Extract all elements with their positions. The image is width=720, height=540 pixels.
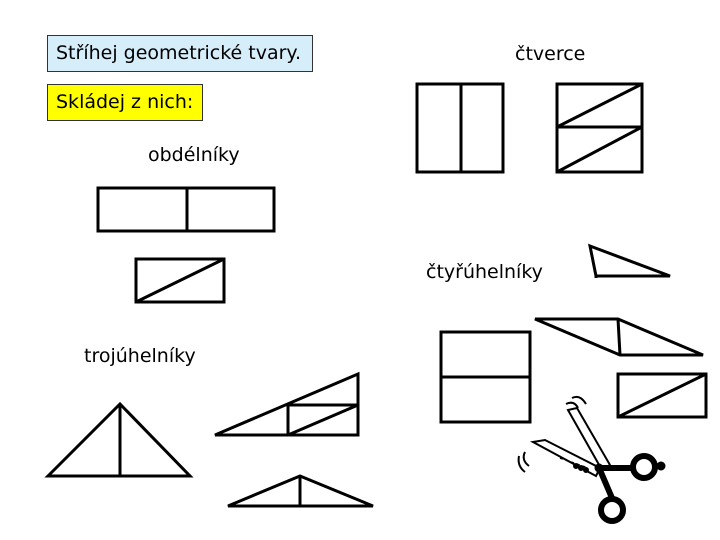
quadrilateral-parallelogram [535, 319, 703, 355]
triangle-flat-split [228, 476, 373, 506]
quadrilateral-stacked-rectangles [441, 332, 530, 422]
rectangle-two-triangles [136, 259, 224, 302]
triangle-isosceles-split [48, 404, 190, 476]
quadrilateral-kite [590, 246, 670, 278]
quadrilateral-rectangle-split [618, 374, 706, 417]
rectangle-two-squares [98, 188, 274, 231]
square-parallelograms [557, 84, 642, 172]
square-two-rectangles [417, 84, 503, 172]
triangle-right-composite [215, 374, 358, 435]
scissors-icon [519, 397, 664, 521]
